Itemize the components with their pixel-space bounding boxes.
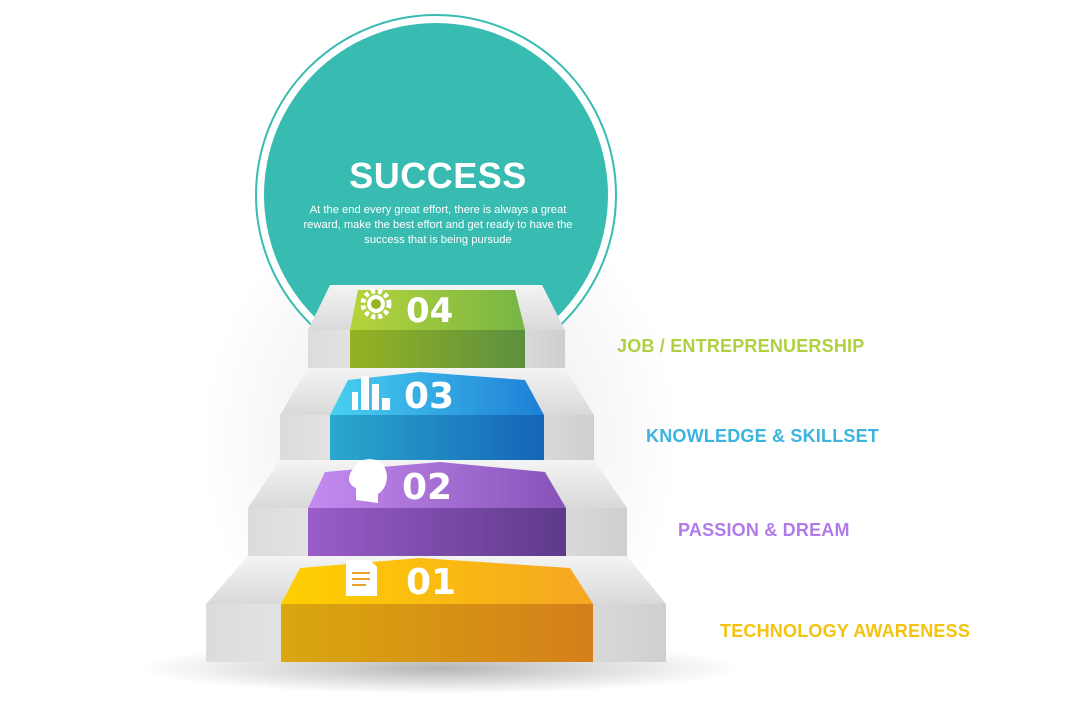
step-label-1: TECHNOLOGY AWARENESS — [720, 621, 971, 641]
hero-circle — [264, 23, 608, 367]
gear-icon — [360, 288, 392, 320]
step-number-4: 04 — [406, 291, 453, 331]
hero-title: SUCCESS — [349, 155, 527, 196]
step-number-1: 01 — [406, 562, 456, 603]
hero-description: At the end every great effort, there is … — [303, 204, 573, 246]
bar-chart-icon — [352, 376, 390, 410]
head-icon — [349, 459, 387, 503]
step-label-2: PASSION & DREAM — [678, 520, 850, 540]
hero-text: SUCCESS At the end every great effort, t… — [300, 155, 576, 248]
step-number-3: 03 — [404, 376, 454, 417]
step-number-2: 02 — [402, 467, 452, 508]
step-label-4: JOB / ENTREPRENUERSHIP — [617, 336, 865, 356]
document-icon — [346, 560, 377, 596]
step-4-band — [350, 290, 525, 368]
step-label-3: KNOWLEDGE & SKILLSET — [646, 426, 879, 446]
